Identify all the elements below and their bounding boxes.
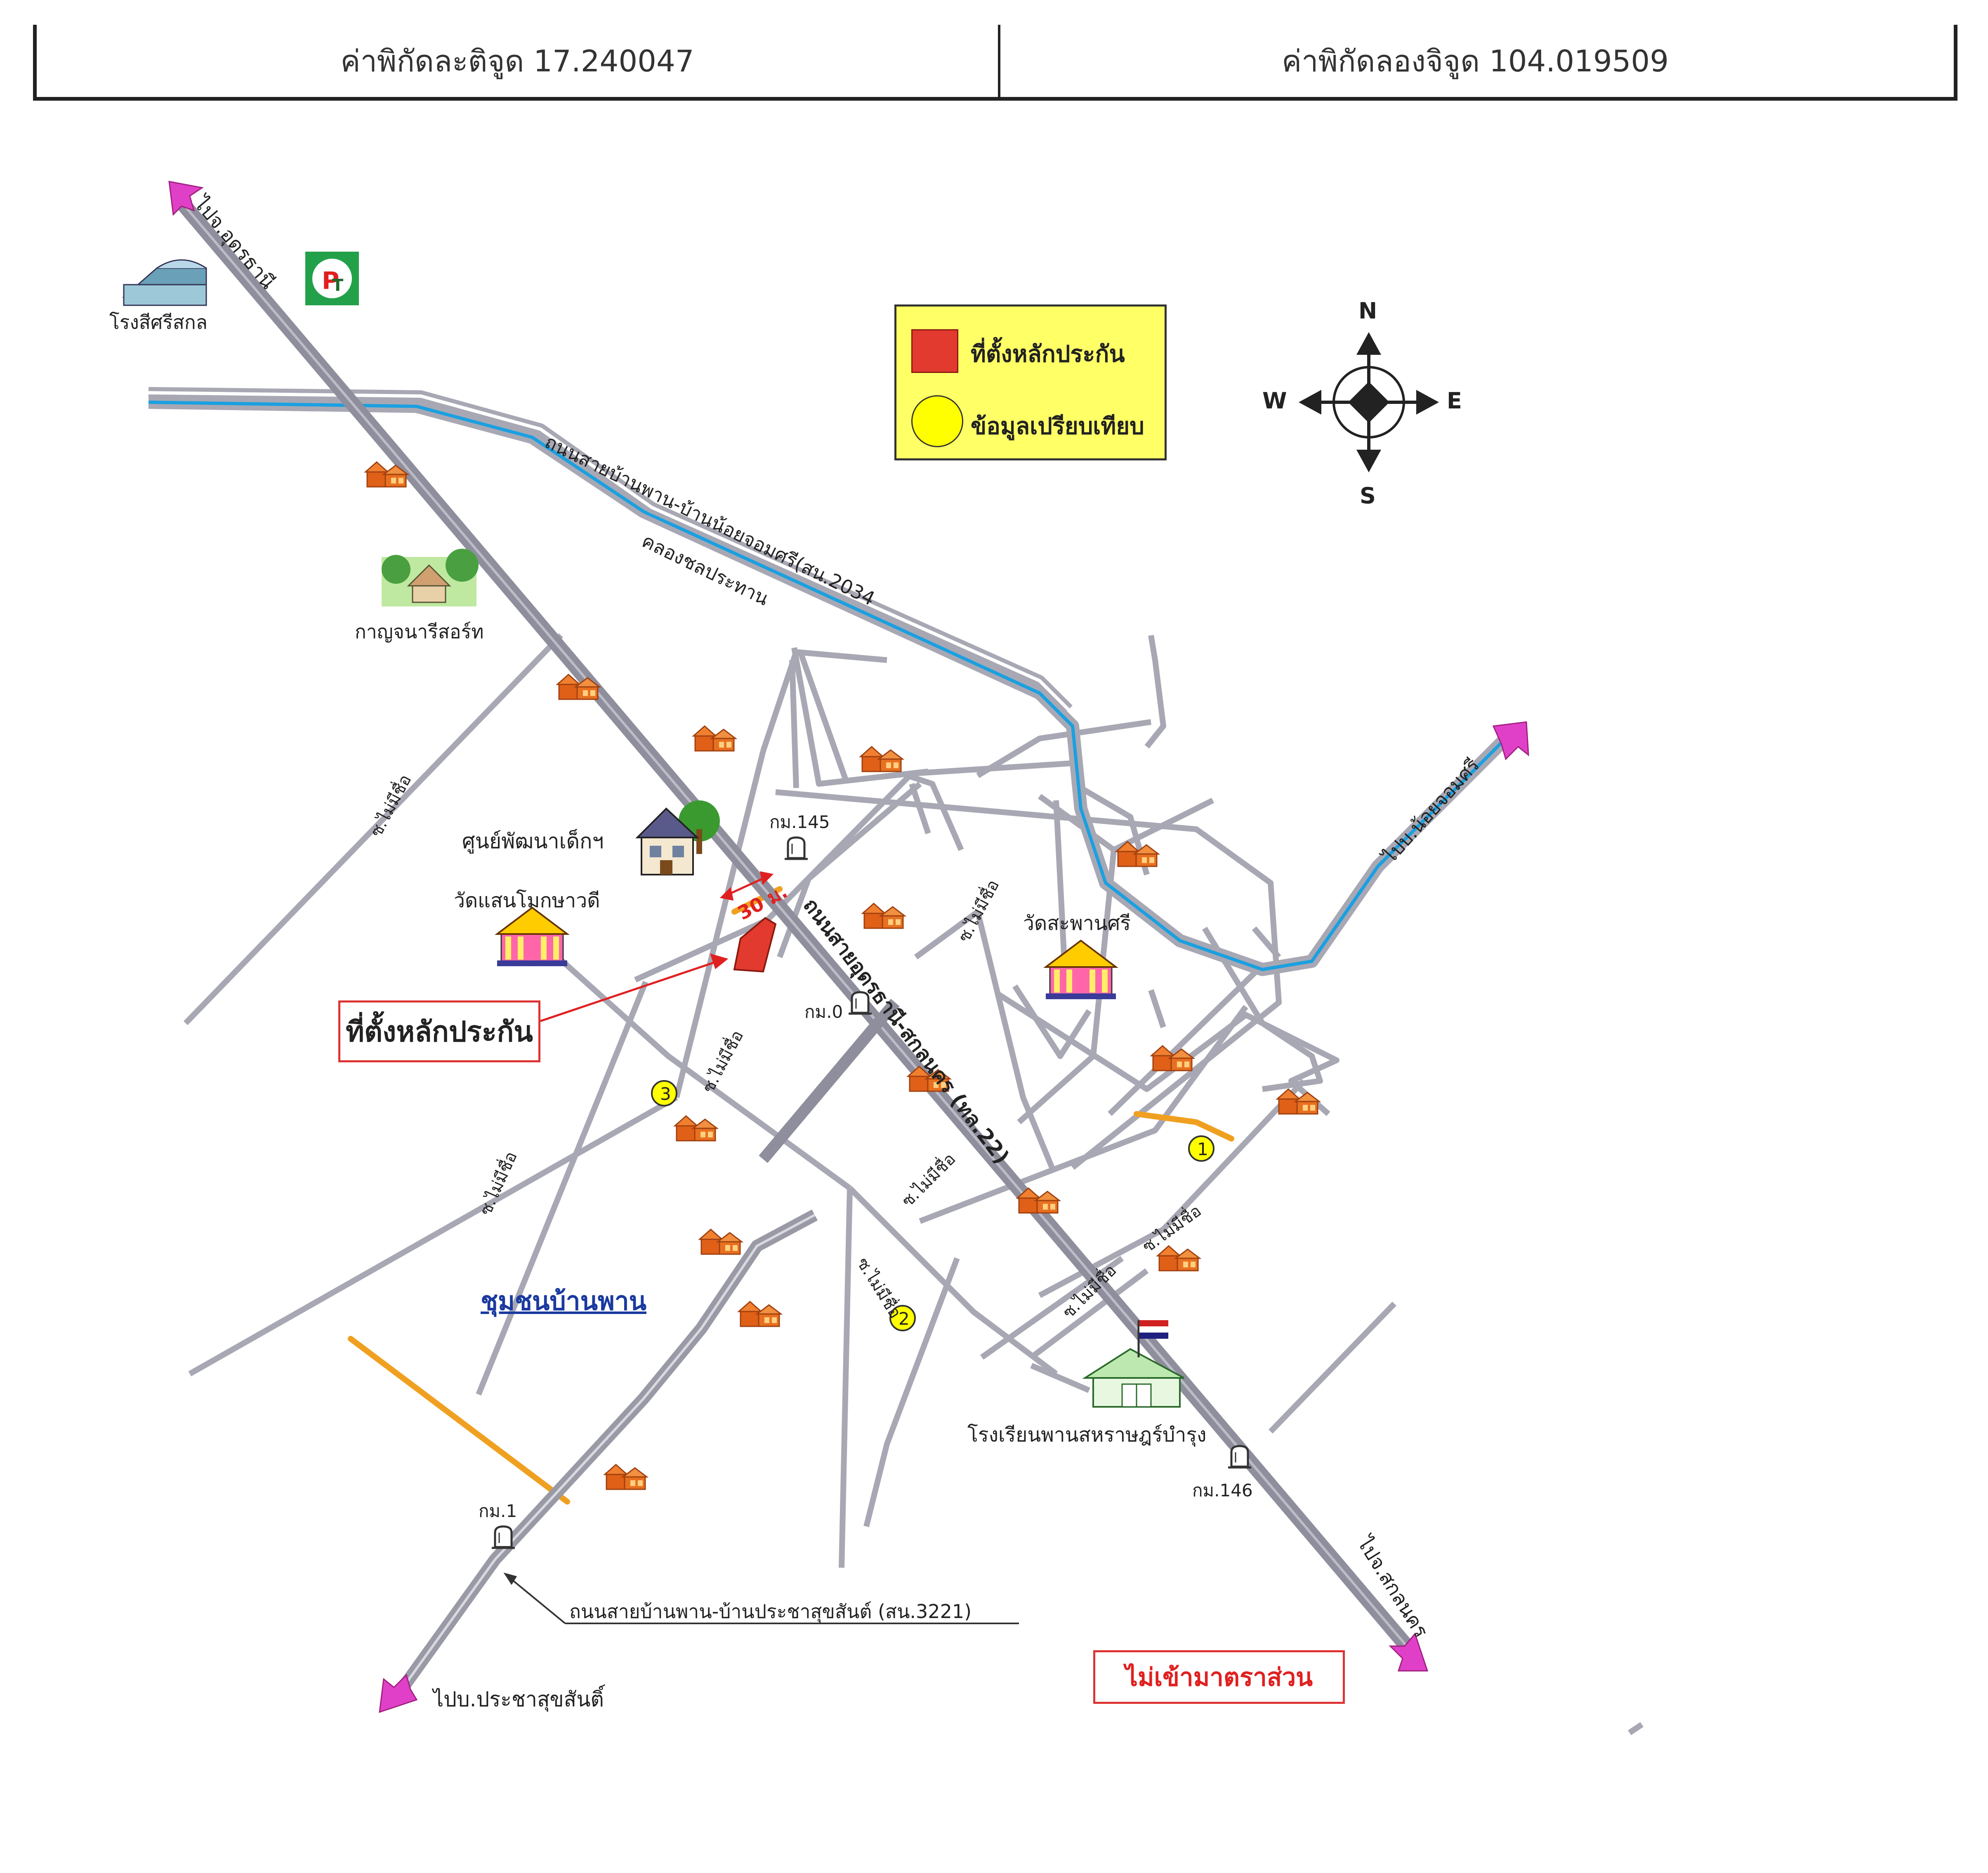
minor-road xyxy=(797,651,849,781)
minor-road xyxy=(975,911,1055,1169)
minor-road xyxy=(674,750,766,1098)
minor-road xyxy=(914,909,980,960)
cross-road-km0 xyxy=(759,998,900,1163)
house-icon xyxy=(693,725,736,752)
arrow-prachasuk xyxy=(379,1674,418,1713)
minor-road xyxy=(183,633,564,1025)
comparison-marker-2-label: 2 xyxy=(898,1309,910,1329)
child-center-label: ศูนย์พัฒนาเด็กฯ xyxy=(462,829,604,853)
school-icon xyxy=(1082,1320,1184,1408)
road-prachasuk xyxy=(395,1209,818,1695)
compass-n: N xyxy=(1358,298,1377,324)
factory-label: โรงสีศรีสกล xyxy=(109,311,208,333)
road-prachasuk-label: ถนนสายบ้านพาน-บ้านประชาสุขสันต์ (สน.3221… xyxy=(569,1600,972,1623)
minor-road xyxy=(1012,984,1092,1059)
minor-road xyxy=(1148,989,1166,1028)
comparison-marker-3-label: 3 xyxy=(660,1084,671,1104)
comparison-marker-1-label: 1 xyxy=(1197,1139,1208,1159)
house-icon xyxy=(604,1464,648,1490)
svg-text:T: T xyxy=(332,276,344,295)
minor-road xyxy=(547,946,852,1191)
legend-collateral-swatch xyxy=(911,329,958,373)
distance-marker xyxy=(719,871,774,901)
canal xyxy=(148,396,1511,976)
child-center-icon xyxy=(635,800,720,875)
compass-s: S xyxy=(1360,483,1376,509)
km1-post-icon xyxy=(492,1526,515,1548)
minor-road xyxy=(1628,1722,1644,1735)
comparison-marker-2 xyxy=(889,1305,916,1331)
collateral-callout: ที่ตั้งหลักประกัน xyxy=(338,1000,540,1062)
minor-road xyxy=(476,981,649,1396)
road-noi-chom-si xyxy=(148,387,1073,714)
km146-post-icon xyxy=(1228,1446,1251,1467)
comparison-marker-3 xyxy=(651,1080,677,1106)
arrow-noi-chom-si xyxy=(1492,721,1529,760)
minor-road xyxy=(848,1186,1058,1376)
latitude-header: ค่าพิกัดละติจูด 17.240047 xyxy=(33,25,1000,101)
factory-icon xyxy=(122,259,207,306)
minor-road xyxy=(794,649,887,663)
compass-rose xyxy=(1299,332,1439,472)
resort-label: กาญจนารีสอร์ท xyxy=(355,620,484,643)
highway-22 xyxy=(176,197,1413,1651)
minor-road xyxy=(1017,794,1117,1125)
house-icon xyxy=(699,1229,743,1255)
legend-collateral-label: ที่ตั้งหลักประกัน xyxy=(971,341,1125,368)
house-icon xyxy=(1016,1187,1060,1214)
minor-road xyxy=(1144,635,1166,749)
house-icon xyxy=(860,746,903,772)
svg-text:P: P xyxy=(322,267,340,295)
wat-saen-label: วัดแสนโมกษาวดี xyxy=(454,889,600,912)
school-label: โรงเรียนพานสหราษฎร์บำรุง xyxy=(967,1423,1207,1446)
legend-comparison-swatch xyxy=(911,395,963,447)
arrows xyxy=(168,181,1529,1713)
minor-road xyxy=(1268,1302,1397,1434)
compass-e: E xyxy=(1447,388,1462,414)
minor-road xyxy=(976,719,1152,778)
legend-comparison-label: ข้อมูลเปรียบเทียบ xyxy=(971,413,1144,440)
minor-road xyxy=(1029,1268,1149,1360)
house-icon xyxy=(862,903,906,929)
map-legend: ที่ตั้งหลักประกัน ข้อมูลเปรียบเทียบ xyxy=(894,304,1167,460)
pt-station-logo: P T xyxy=(305,252,359,305)
minor-road xyxy=(1108,963,1264,1116)
minor-road xyxy=(839,1188,853,1568)
longitude-header: ค่าพิกัดลองจิจูด 104.019509 xyxy=(997,25,1957,101)
minor-road xyxy=(1030,1363,1090,1393)
minor-road xyxy=(188,1095,678,1377)
longitude-text: ค่าพิกัดลองจิจูด 104.019509 xyxy=(1281,44,1669,78)
arrow-sakon xyxy=(1389,1632,1429,1672)
km145-post-icon xyxy=(785,837,808,859)
house-icon xyxy=(674,1115,718,1142)
resort-icon xyxy=(382,549,479,606)
compass-w: W xyxy=(1262,388,1287,414)
wat-sa-phan-label: วัดสะพานศรี xyxy=(1023,912,1131,935)
minor-road xyxy=(863,1257,960,1527)
comparison-markers xyxy=(651,1080,1214,1331)
wat-saen-temple-icon xyxy=(496,907,568,967)
callout-pointer xyxy=(540,953,729,1022)
community-label: ชุมชนบ้านพาน xyxy=(481,1286,647,1316)
latitude-text: ค่าพิกัดละติจูด 17.240047 xyxy=(340,44,694,78)
km0-label: กม.0 xyxy=(804,1002,843,1022)
comparison-marker-1 xyxy=(1188,1135,1214,1162)
km145-label: กม.145 xyxy=(769,812,830,832)
house-icon xyxy=(738,1301,782,1327)
km146-label: กม.146 xyxy=(1192,1480,1253,1500)
km1-label: กม.1 xyxy=(479,1501,517,1521)
road-label-leader xyxy=(503,1572,1019,1624)
collateral-plot xyxy=(733,917,777,973)
minor-roads xyxy=(183,633,1644,1735)
to-prachasuk-label: ไปบ.ประชาสุขสันติ์ xyxy=(433,1687,604,1711)
minor-road xyxy=(791,647,929,787)
arrow-udon xyxy=(168,181,204,216)
house-icon xyxy=(1276,1088,1320,1115)
minor-road xyxy=(919,1005,1248,1224)
not-to-scale-note: ไม่เข้ามาตราส่วน xyxy=(1093,1650,1345,1704)
